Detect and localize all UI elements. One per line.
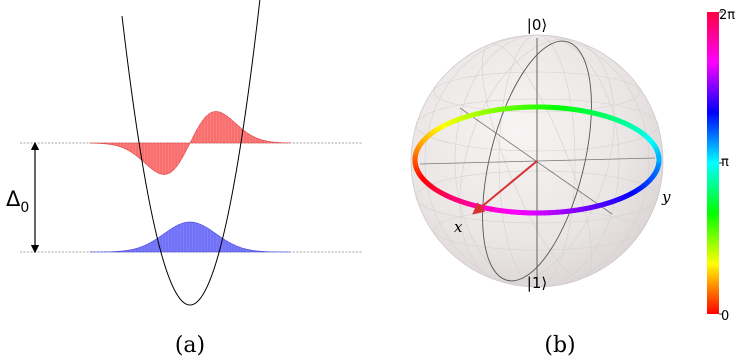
x-axis-label: x	[454, 218, 463, 236]
phase-colorbar: 2π π 0	[707, 8, 735, 324]
harmonic-potential-curve	[121, 0, 261, 306]
north-pole-label: |0⟩	[527, 16, 547, 34]
colorbar-mid-label: π	[721, 155, 729, 170]
ground-state-wavefunction	[89, 221, 291, 253]
panel-a-caption: (a)	[175, 333, 205, 358]
panel-b: |0⟩ |1⟩ x y (b)	[410, 16, 671, 358]
y-axis-label: y	[661, 188, 671, 206]
state-vector-arrow	[472, 160, 538, 215]
energy-gap-label: Δ0	[6, 187, 29, 216]
colorbar-gradient	[707, 12, 719, 314]
colorbar-bottom-label: 0	[721, 309, 729, 324]
meridian-circle	[482, 40, 592, 282]
equator-phase-ring	[412, 104, 662, 216]
excited-state-hatching	[103, 111, 276, 175]
south-pole-label: |1⟩	[527, 274, 547, 292]
excited-state-wavefunction	[89, 111, 291, 175]
panel-b-caption: (b)	[544, 333, 575, 358]
panel-a: Δ0 (a)	[6, 0, 362, 358]
y-axis-line	[419, 157, 656, 165]
colorbar-top-label: 2π	[719, 8, 735, 23]
